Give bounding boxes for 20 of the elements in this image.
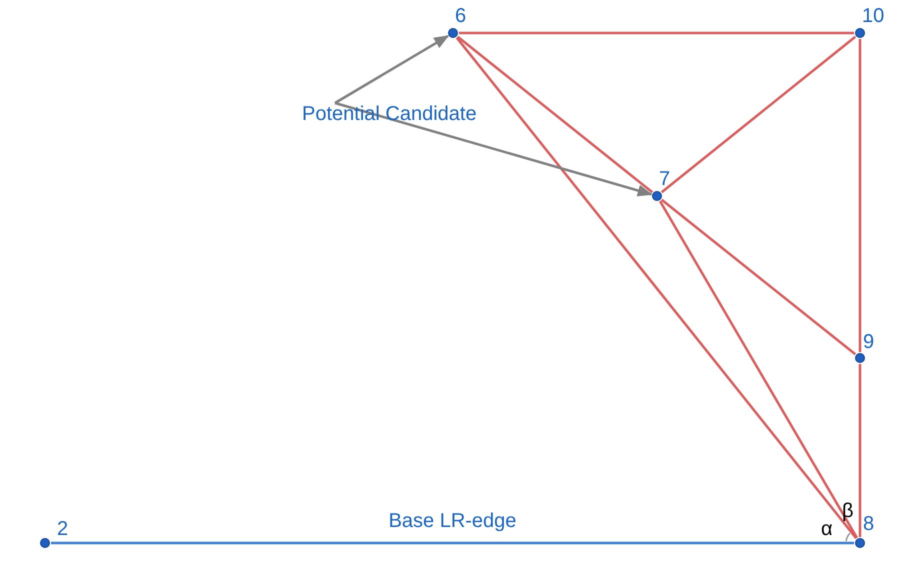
line-segment [456,36,858,540]
line-segment [858,39,862,352]
line-segment [660,198,856,356]
angle-label: α [821,518,833,541]
line-segment [456,36,654,194]
point-label: 9 [863,332,874,352]
point-label: 7 [659,169,670,189]
arrow [334,34,450,104]
point-label: 6 [455,6,466,26]
angle-label: β [842,500,854,523]
point-label: 2 [57,519,68,539]
line-segment [51,542,854,544]
candidate-label: Potential Candidate [302,103,477,126]
line-segment [459,32,854,34]
point-label: 10 [862,6,884,26]
arrow [334,102,653,196]
point-label: 8 [863,514,874,534]
line-segment [660,36,856,194]
line-segment [658,200,858,538]
line-segment [858,364,862,537]
